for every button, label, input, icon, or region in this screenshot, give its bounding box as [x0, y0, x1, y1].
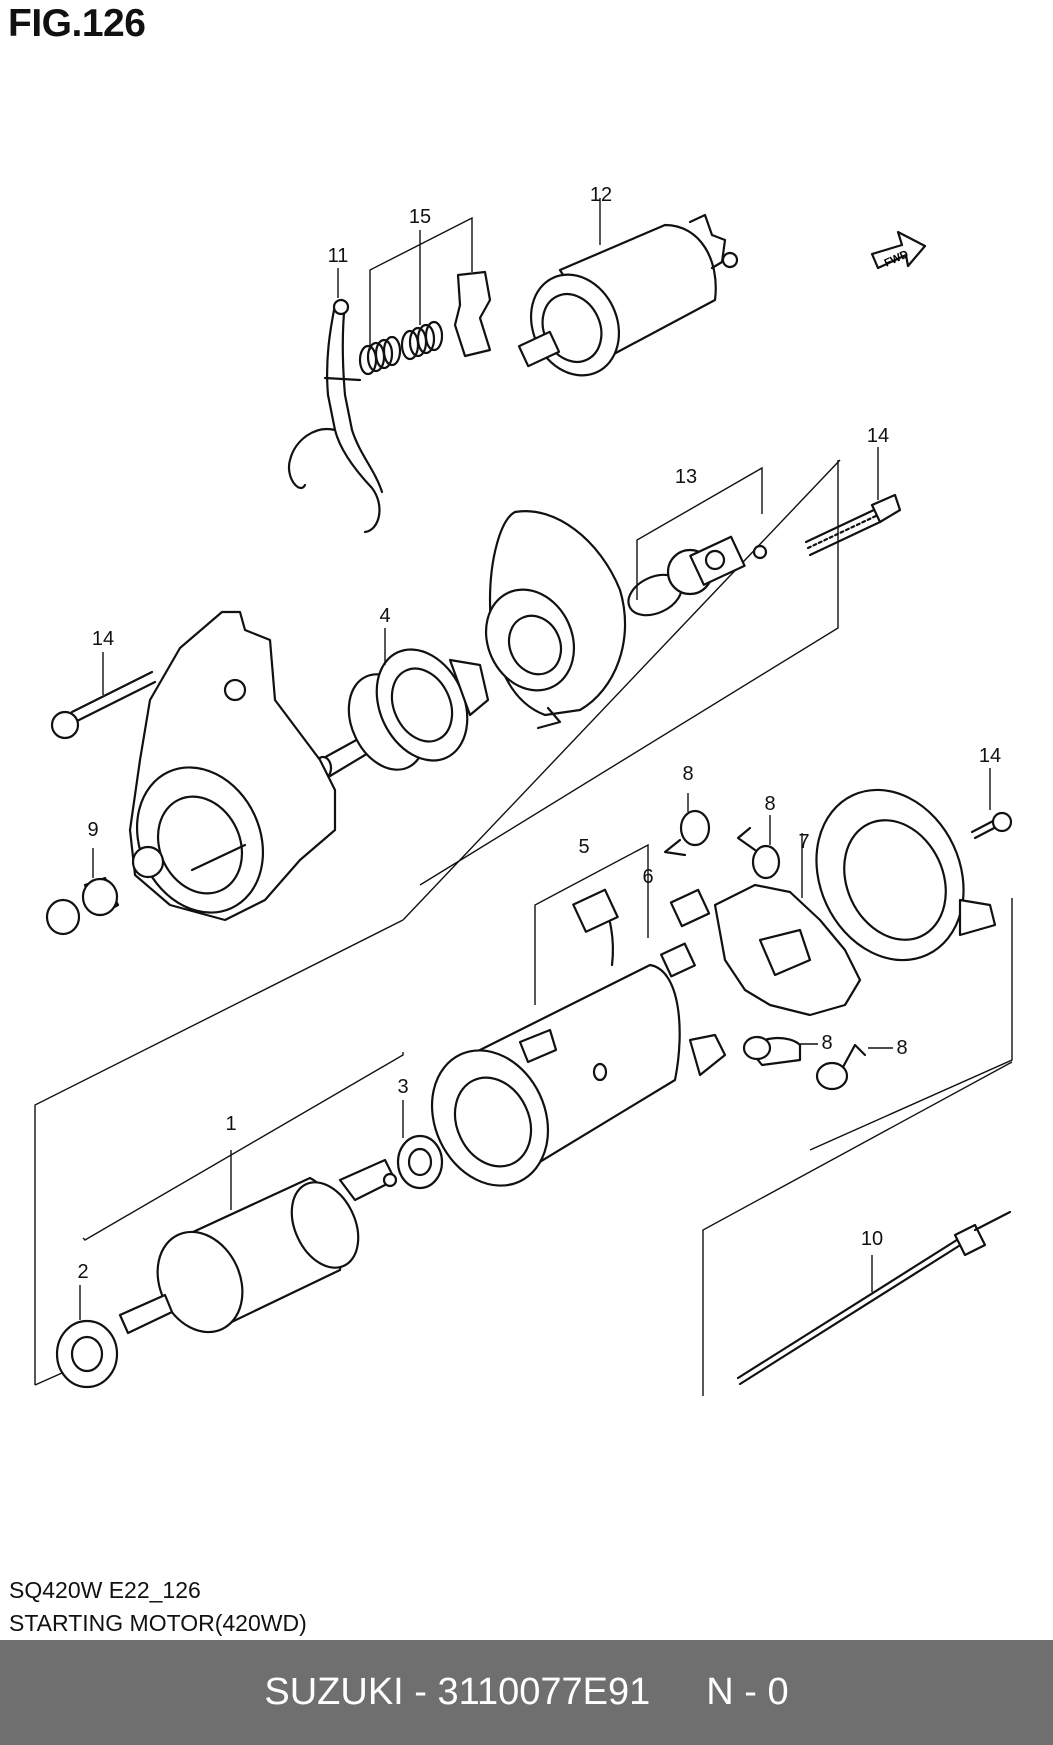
part-11-shift-lever	[287, 298, 384, 534]
gear-housing	[128, 610, 337, 922]
callout-5: 5	[578, 836, 589, 858]
front-housing	[484, 510, 627, 730]
callout-2: 2	[77, 1261, 88, 1283]
model-name: STARTING MOTOR(420WD)	[9, 1610, 307, 1636]
part-13-gasket-set	[627, 466, 768, 617]
part-14-bolt-upper	[804, 447, 902, 557]
part-14-bolt-left	[50, 652, 157, 740]
part-14-bolt-right	[970, 768, 1013, 840]
callout-7: 7	[798, 831, 809, 853]
callout-15: 15	[409, 206, 431, 228]
model-code: SQ420W E22_126	[9, 1577, 201, 1603]
callout-1: 1	[225, 1113, 236, 1135]
callout-14a: 14	[867, 425, 889, 447]
footer-bar: SUZUKI - 3110077E91 N - 0	[0, 1640, 1053, 1745]
figure-title: FIG.126	[8, 2, 146, 45]
callout-8b: 8	[764, 793, 775, 815]
callout-8d: 8	[896, 1037, 907, 1059]
part-9-bushings	[45, 848, 120, 936]
callout-10: 10	[861, 1228, 883, 1250]
fwd-direction-arrow: FWD	[870, 230, 927, 270]
callout-labels: 1 2 3 4 5 6 7 8 8 8 8 9 10 11 12 13 14 1…	[77, 184, 1001, 1283]
part-12-magnetic-switch	[517, 213, 739, 377]
callout-8c: 8	[821, 1032, 832, 1054]
callout-6: 6	[642, 866, 653, 888]
part-2-bearing	[55, 1285, 119, 1389]
part-1-armature	[118, 1150, 398, 1335]
part-8-brush-lower-left	[742, 1035, 802, 1067]
callout-14b: 14	[92, 628, 114, 650]
callout-9: 9	[87, 819, 98, 841]
callout-13: 13	[675, 466, 697, 488]
assembly-frame-lines	[34, 459, 1013, 1396]
part-3-bearing	[396, 1100, 444, 1190]
part-5-6-yoke-assembly	[430, 843, 727, 1187]
part-10-through-bolt	[736, 1210, 1012, 1386]
exploded-parts-diagram: FWD 1 2 3 4 5 6 7 8 8 8 8 9 10 11 12 13 …	[34, 184, 1013, 1396]
footer-part-number: SUZUKI - 3110077E91	[264, 1671, 651, 1713]
callout-12: 12	[590, 184, 612, 206]
rear-end-cover	[815, 788, 997, 962]
part-8-brush-upper	[663, 793, 711, 857]
leader-lines	[337, 198, 893, 1049]
part-7-brush-holder	[660, 833, 862, 1017]
callout-3: 3	[397, 1076, 408, 1098]
callout-8a: 8	[682, 763, 693, 785]
footer-status: N - 0	[706, 1671, 789, 1713]
callout-4: 4	[379, 605, 390, 627]
part-8-brush-right	[736, 815, 781, 880]
callout-14c: 14	[979, 745, 1001, 767]
callout-11: 11	[328, 245, 349, 267]
part-15-springs	[358, 216, 492, 376]
part-4-overrunning-clutch	[313, 628, 490, 781]
part-8-brush-lower-right	[815, 1043, 867, 1091]
